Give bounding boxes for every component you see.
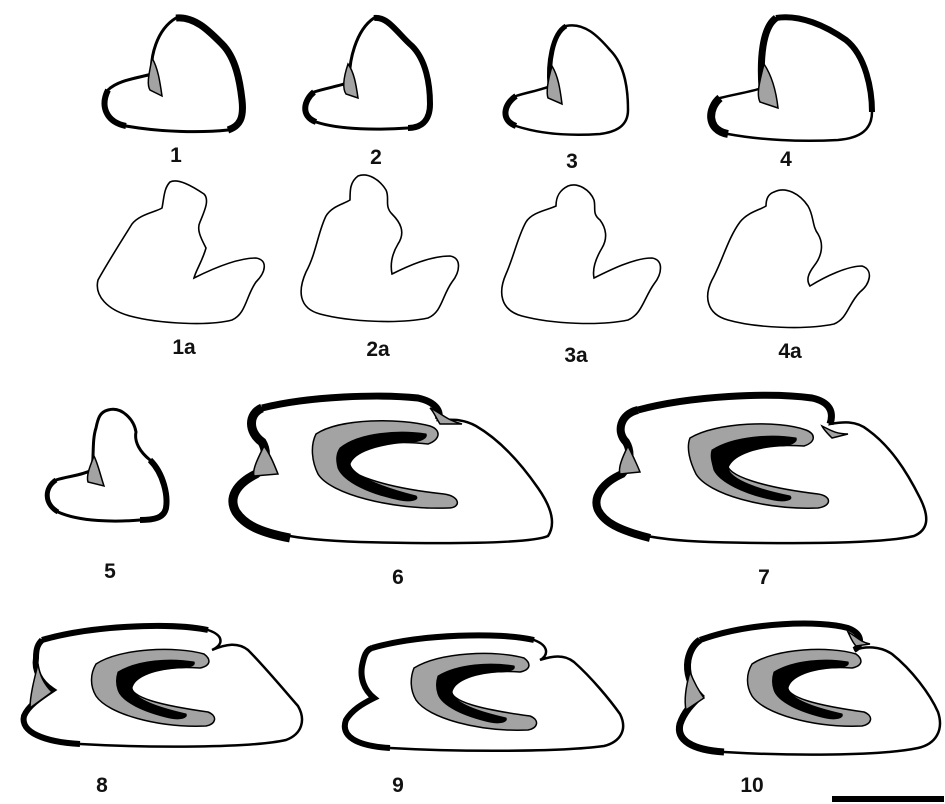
figure-3-outline	[505, 25, 628, 134]
figure-8: 8	[24, 626, 302, 797]
figure-6: 6	[233, 396, 552, 589]
figure-6-outline	[233, 396, 552, 543]
figure-8-outline	[24, 626, 302, 747]
figure-1a-label: 1a	[172, 336, 196, 359]
figure-1: 1	[105, 18, 243, 167]
figure-5-outline	[47, 409, 166, 521]
figure-10-label: 10	[740, 774, 763, 797]
figure-2a-outline	[301, 175, 458, 322]
figure-10: 10	[679, 624, 940, 797]
figure-2a: 2a	[301, 175, 458, 361]
figure-9: 9	[345, 635, 623, 797]
figure-1a: 1a	[97, 181, 264, 359]
figure-4a-outline	[708, 190, 870, 328]
figure-9-label: 9	[392, 774, 404, 797]
figure-8-label: 8	[96, 774, 108, 797]
figure-3: 3	[505, 25, 628, 173]
figure-2a-label: 2a	[366, 338, 390, 361]
figure-4-label: 4	[780, 148, 792, 171]
figure-2-outline	[305, 18, 430, 129]
figure-7: 7	[596, 395, 926, 589]
figure-4a-label: 4a	[778, 340, 802, 363]
figure-4-outline	[711, 17, 872, 141]
figure-3-label: 3	[566, 150, 578, 173]
figure-4: 4	[711, 17, 872, 171]
figure-10-outline	[679, 624, 940, 755]
figure-5: 5	[47, 409, 166, 583]
scale-bar	[832, 796, 944, 802]
figure-5-label: 5	[104, 560, 116, 583]
figure-2: 2	[305, 18, 430, 169]
figure-3a-outline	[502, 185, 661, 324]
figure-3a: 3a	[502, 185, 661, 367]
figure-2-label: 2	[370, 146, 382, 169]
figure-1a-outline	[97, 181, 264, 324]
figure-6-label: 6	[392, 566, 404, 589]
figure-1-outline	[105, 18, 243, 132]
figure-7-outline	[596, 395, 926, 543]
figure-1-label: 1	[170, 144, 182, 167]
figure-3a-label: 3a	[564, 344, 588, 367]
figure-7-label: 7	[758, 566, 770, 589]
figure-4a: 4a	[708, 190, 870, 363]
